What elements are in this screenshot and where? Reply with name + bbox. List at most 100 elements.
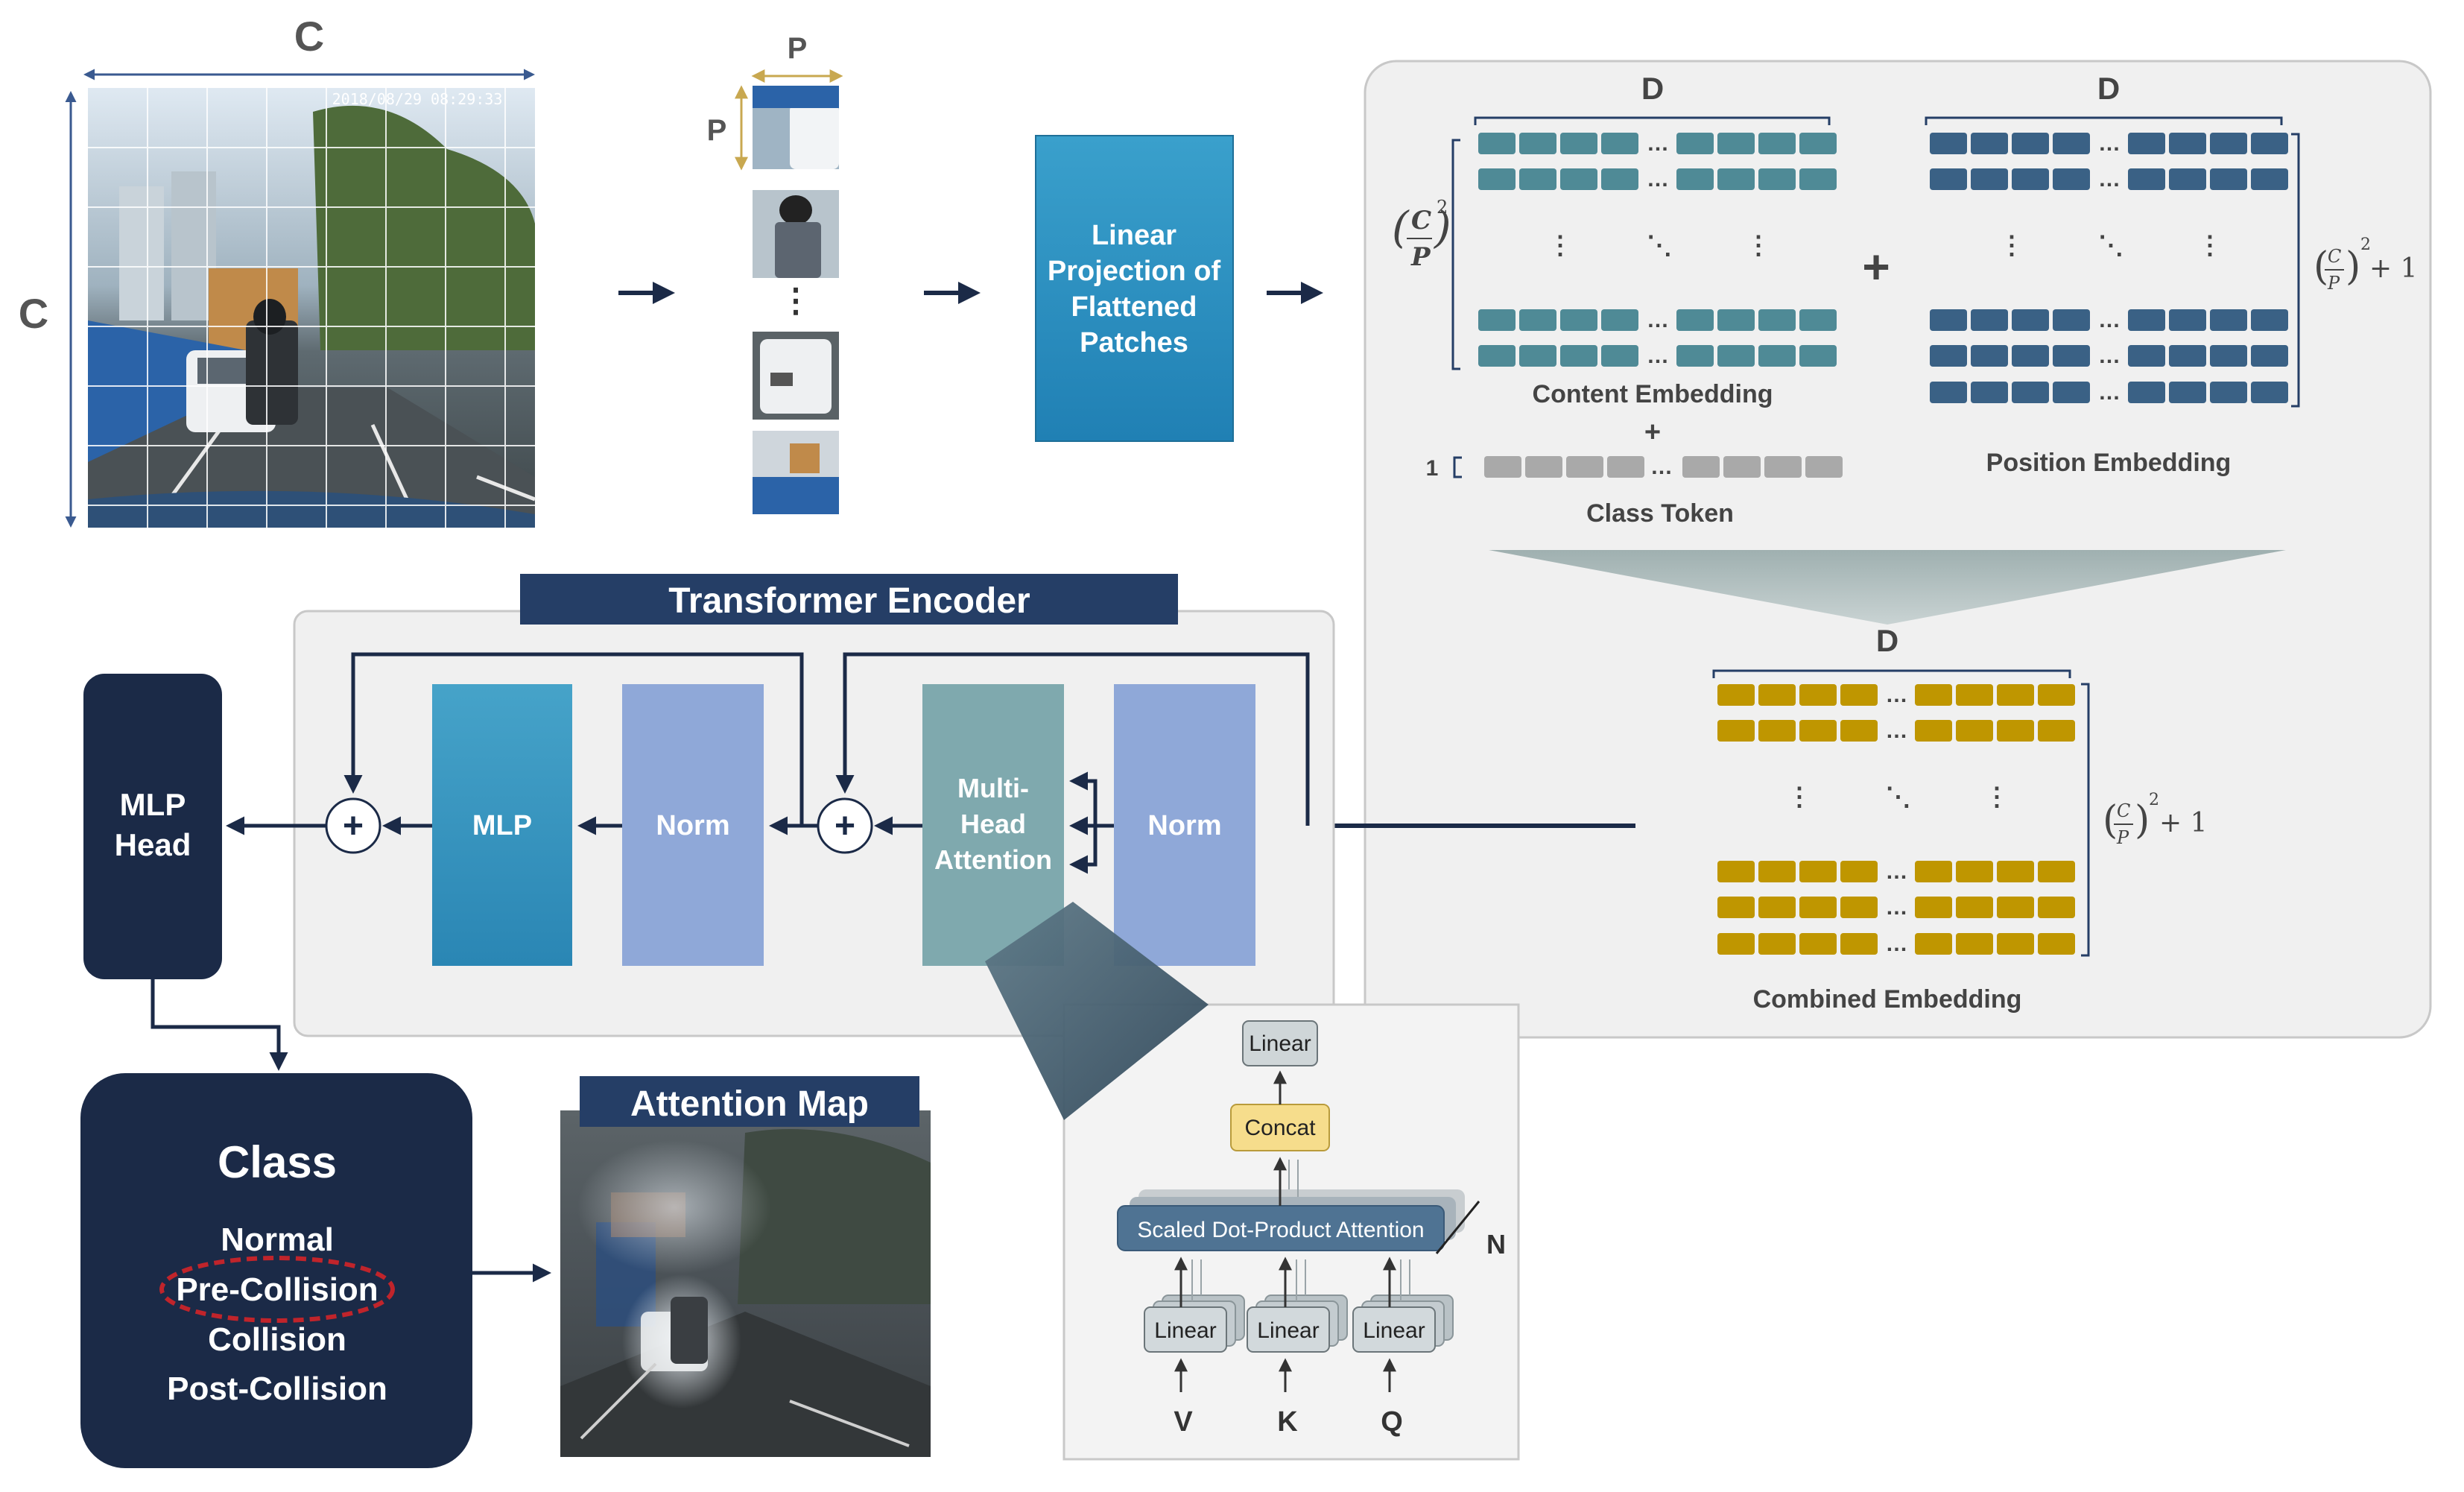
matrix-ellipsis: … [1886,718,1908,743]
class-item-normal: Normal [221,1221,334,1258]
position-embedding-cell [1930,309,1967,331]
combined-embedding-cell [1717,933,1755,955]
matrix-ellipsis: … [1886,932,1908,956]
mha-linear-v [1144,1306,1227,1353]
svg-text:Linear: Linear [1154,1318,1216,1343]
class-token-cell [1764,456,1802,478]
arrow-head-to-class [151,979,288,1071]
position-embedding-cell [2012,168,2049,190]
svg-text:+ 1: + 1 [2159,808,2208,838]
position-embedding-cell [2169,168,2206,190]
matrix-ellipsis: … [2098,308,2121,332]
position-embedding-cell [1930,345,1967,367]
class-title: Class [218,1137,337,1187]
svg-text:(: ( [1392,202,1410,253]
combined-embedding-cell [1915,861,1952,882]
projection-label-2: Projection of [1048,256,1221,287]
position-embedding-cell [1930,382,1967,403]
svg-text:+: + [834,806,855,846]
combined-embedding-cell [1758,897,1796,918]
content-embedding-label: Content Embedding [1533,380,1773,408]
mha-concat-label: Concat [1244,1116,1316,1140]
combined-embedding-cell [2038,933,2075,955]
matrix-ellipsis: ⋱ [2098,232,2123,260]
content-embedding-cell [1799,345,1837,367]
combined-embedding-cell [1799,897,1837,918]
position-embedding-cell [1971,309,2008,331]
projection-label-1: Linear [1092,220,1176,251]
matrix-ellipsis: … [2098,380,2121,405]
position-embedding-cell [2251,345,2288,367]
combined-embedding-cell [1997,933,2034,955]
matrix-ellipsis: … [1886,859,1908,884]
position-embedding-cell [2210,168,2247,190]
position-embedding-cell [2053,168,2090,190]
content-embedding-cell [1601,345,1638,367]
svg-text:Linear: Linear [1363,1318,1425,1343]
class-token-cell [1484,456,1521,478]
mha-linear-q [1352,1306,1436,1353]
combined-rows-bracket [2081,683,2090,957]
combined-embedding-cell [2038,684,2075,706]
matrix-ellipsis: … [1647,167,1669,192]
position-rows-label: ( C P ) 2 + 1 [2313,236,2418,294]
patch-3 [753,332,839,420]
combined-embedding-cell [1717,897,1755,918]
matrix-ellipsis: ⋮ [1746,232,1771,260]
combined-embedding-cell [1799,684,1837,706]
combined-embedding-cell [1956,861,1993,882]
mha-linear-top-label: Linear [1249,1031,1311,1056]
mha-input-k: K [1277,1406,1298,1438]
mha-linear-top [1242,1020,1318,1066]
content-embedding-cell [1717,345,1755,367]
content-embedding-cell [1676,133,1714,154]
content-embedding-cell [1478,168,1516,190]
matrix-ellipsis: ⋮ [1999,232,2024,260]
combined-dim-label: D [1876,623,1898,658]
matrix-ellipsis: … [2098,131,2121,156]
norm-label-2: Norm [1147,810,1221,841]
content-embedding-cell [1758,345,1796,367]
class-token-bracket [1453,456,1462,478]
patch-dim-label-top: P [788,32,808,65]
class-box: Class Normal Pre-Collision Collision Pos… [80,1073,472,1468]
content-embedding-cell [1676,168,1714,190]
position-embedding-cell [2012,382,2049,403]
class-token-cell [1607,456,1644,478]
class-token-cell [1805,456,1843,478]
combined-embedding-cell [1915,897,1952,918]
content-embedding-cell [1799,309,1837,331]
position-embedding-cell [1971,133,2008,154]
matrix-ellipsis: ⋮ [1984,783,2009,812]
norm-block-1 [622,684,764,966]
combined-embedding-cell [1840,861,1878,882]
norm-label-1: Norm [656,810,729,841]
content-embedding-cell [1560,309,1597,331]
position-embedding-cell [2169,309,2206,331]
patch-4 [753,431,839,514]
combined-embedding-cell [1717,861,1755,882]
combined-embedding-cell [1758,933,1796,955]
position-embedding-cell [2128,382,2165,403]
mha-linear-v-group: Linear [1144,1295,1245,1353]
mha-label-1: Multi- [957,773,1029,803]
position-embedding-cell [2251,382,2288,403]
matrix-ellipsis: … [1886,895,1908,920]
svg-text:C: C [2117,800,2130,821]
position-embedding-cell [2251,309,2288,331]
combined-embedding-cell [1997,861,2034,882]
combined-rows-label: ( C P ) 2 + 1 [2103,791,2208,848]
position-embedding-cell [2210,133,2247,154]
mlp-head-label-2: Head [115,827,191,862]
matrix-ellipsis: … [1647,344,1669,368]
content-embedding-cell [1560,345,1597,367]
plus-between-embeddings: + [1862,240,1890,294]
mha-linear-k [1247,1306,1330,1353]
combined-embedding-cell [1799,720,1837,742]
matrix-ellipsis: … [1650,455,1673,479]
mha-input-q: Q [1381,1406,1403,1438]
position-embedding-cell [1971,345,2008,367]
position-embedding-cell [2053,309,2090,331]
matrix-ellipsis: ⋱ [1886,783,1911,812]
